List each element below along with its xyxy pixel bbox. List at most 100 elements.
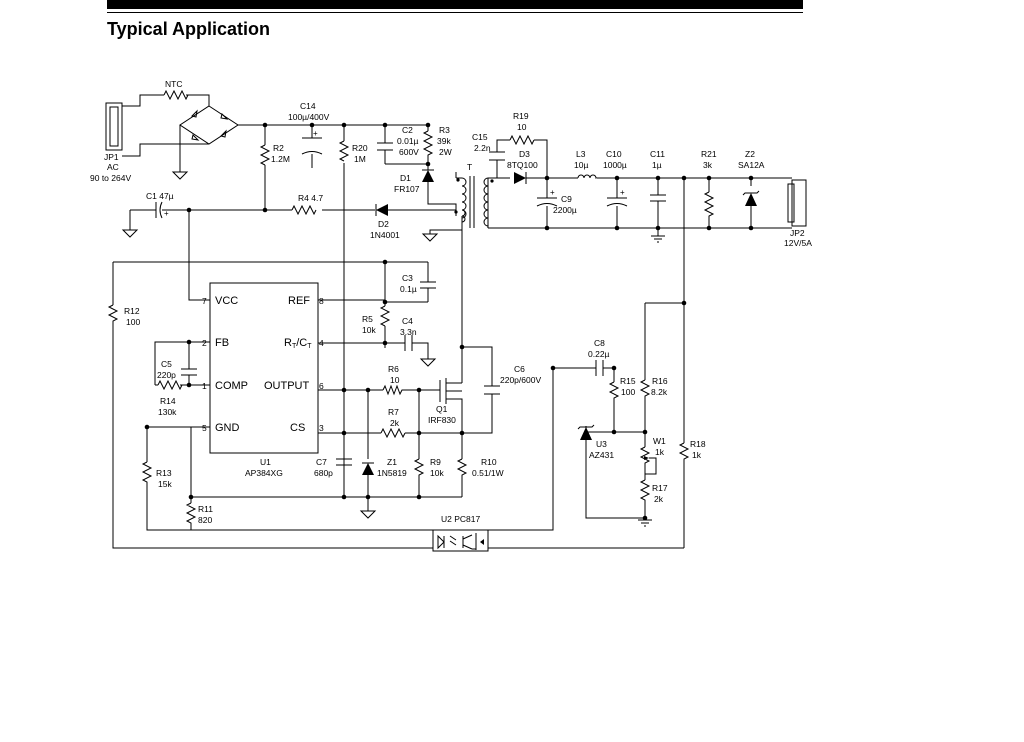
r2-symbol — [259, 144, 271, 166]
r9-symbol — [413, 458, 425, 479]
pin-output-name: OUTPUT — [264, 380, 310, 392]
label-jp1-type: AC — [107, 162, 119, 172]
r3-symbol — [422, 130, 434, 157]
label-d1-part: FR107 — [394, 184, 420, 194]
w1-potentiometer-symbol — [639, 446, 651, 467]
label-c4-ref: C4 — [402, 316, 413, 326]
label-c14-ref: C14 — [300, 101, 316, 111]
ic-ref-label: U1 — [260, 457, 271, 467]
c1-capacitor-symbol: + — [155, 201, 169, 219]
pin-comp-num: 1 — [202, 381, 207, 391]
label-c15-ref: C15 — [472, 132, 488, 142]
label-r7-ref: R7 — [388, 407, 399, 417]
pin-comp-name: COMP — [215, 380, 248, 392]
label-r4: R4 4.7 — [298, 193, 323, 203]
label-r9-ref: R9 — [430, 457, 441, 467]
label-c2-ref: C2 — [402, 125, 413, 135]
label-d1-ref: D1 — [400, 173, 411, 183]
label-r12-ref: R12 — [124, 306, 140, 316]
ground-symbols — [121, 171, 665, 527]
u2-optocoupler-symbol — [432, 529, 489, 552]
label-d3-ref: D3 — [519, 149, 530, 159]
r6-symbol — [382, 384, 404, 396]
label-c6-value: 220p/600V — [500, 375, 541, 385]
pin-rtct-name: RT/CT — [284, 337, 312, 350]
label-r13-value: 15k — [158, 479, 172, 489]
label-l3-value: 10µ — [574, 160, 588, 170]
label-c5-value: 220p — [157, 370, 176, 380]
d2-diode-symbol — [375, 204, 388, 216]
header-rule — [107, 12, 803, 13]
pin-fb-num: 2 — [202, 338, 207, 348]
label-r14-value: 130k — [158, 407, 177, 417]
label-z1-part: 1N5819 — [377, 468, 407, 478]
jp1-connector-symbol — [105, 102, 123, 151]
c9-capacitor-symbol: + — [536, 188, 558, 207]
pin-fb-name: FB — [215, 337, 229, 349]
label-r6-value: 10 — [390, 375, 400, 385]
label-c8-value: 0.22µ — [588, 349, 610, 359]
label-c4-value: 3.3n — [400, 327, 417, 337]
pin-gnd-num: 5 — [202, 423, 207, 433]
label-r20-value: 1M — [354, 154, 366, 164]
label-z1-ref: Z1 — [387, 457, 397, 467]
u3-regulator-symbol — [577, 424, 595, 440]
d3-diode-symbol — [514, 172, 527, 184]
label-z2-ref: Z2 — [745, 149, 755, 159]
r20-symbol — [338, 140, 350, 162]
ic-pin-labels: VCC 7 FB 2 COMP 1 GND 5 REF 8 RT/CT 4 OU… — [202, 295, 324, 478]
svg-text:+: + — [164, 209, 169, 218]
label-c15-value: 2.2n — [474, 143, 491, 153]
label-c2-value: 0.01µ — [397, 136, 419, 146]
pin-ref-num: 8 — [319, 296, 324, 306]
label-c3-ref: C3 — [402, 273, 413, 283]
label-q1-ref: Q1 — [436, 404, 448, 414]
ic-u1-body — [209, 282, 319, 454]
label-r3-rating: 2W — [439, 147, 452, 157]
label-u3-ref: U3 — [596, 439, 607, 449]
label-r5-ref: R5 — [362, 314, 373, 324]
pin-gnd-name: GND — [215, 422, 240, 434]
r21-symbol — [703, 191, 715, 218]
label-w1-ref: W1 — [653, 436, 666, 446]
label-r5-value: 10k — [362, 325, 376, 335]
label-r3-value: 39k — [437, 136, 451, 146]
label-r18-value: 1k — [692, 450, 702, 460]
label-c14-value: 100µ/400V — [288, 112, 330, 122]
r17-symbol — [639, 479, 651, 506]
label-u3-part: AZ431 — [589, 450, 614, 460]
section-heading: Typical Application — [107, 19, 271, 39]
c15-capacitor-symbol — [489, 151, 505, 161]
r4-symbol — [291, 204, 317, 216]
label-c3-value: 0.1µ — [400, 284, 417, 294]
label-r17-ref: R17 — [652, 483, 668, 493]
c4-capacitor-symbol — [404, 335, 413, 351]
pin-vcc-name: VCC — [215, 295, 238, 307]
label-r13-ref: R13 — [156, 468, 172, 478]
label-r7-value: 2k — [390, 418, 400, 428]
c14-capacitor-symbol: + — [301, 129, 323, 155]
r13-symbol — [141, 461, 153, 486]
r11-symbol — [185, 502, 197, 527]
label-jp1-voltage: 90 to 264V — [90, 173, 131, 183]
pin-vcc-num: 7 — [202, 296, 207, 306]
pin-cs-name: CS — [290, 422, 305, 434]
label-r16-ref: R16 — [652, 376, 668, 386]
label-r15-value: 100 — [621, 387, 635, 397]
svg-text:+: + — [620, 188, 625, 197]
label-c7-value: 680p — [314, 468, 333, 478]
ic-part-label: AP384XG — [245, 468, 283, 478]
label-r20-ref: R20 — [352, 143, 368, 153]
label-r3-ref: R3 — [439, 125, 450, 135]
r19-symbol — [509, 134, 535, 146]
c5-capacitor-symbol — [181, 368, 197, 376]
junctions — [144, 122, 754, 521]
c6-capacitor-symbol — [484, 385, 500, 395]
z1-diode-symbol — [362, 462, 374, 475]
label-c9-ref: C9 — [561, 194, 572, 204]
label-r11-value: 820 — [198, 515, 212, 525]
label-r19-value: 10 — [517, 122, 527, 132]
label-r16-value: 8.2k — [651, 387, 668, 397]
r18-symbol — [678, 442, 690, 463]
